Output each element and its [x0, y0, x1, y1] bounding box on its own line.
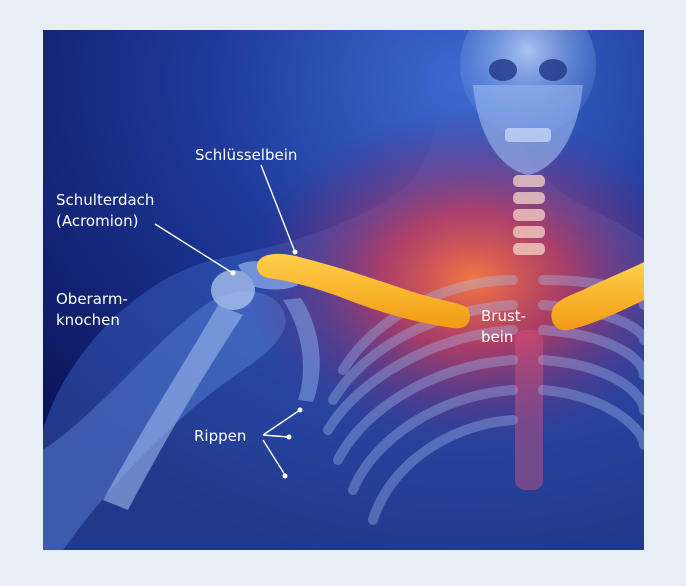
label-acromion: Schulterdach (Acromion) [56, 190, 154, 232]
label-clavicle: Schlüsselbein [195, 145, 297, 166]
label-sternum: Brust- bein [481, 306, 526, 348]
anatomy-graphic [43, 30, 644, 550]
anatomy-illustration: Schlüsselbein Schulterdach (Acromion) Ob… [43, 30, 644, 550]
label-ribs: Rippen [194, 426, 246, 447]
label-humerus: Oberarm- knochen [56, 289, 128, 331]
